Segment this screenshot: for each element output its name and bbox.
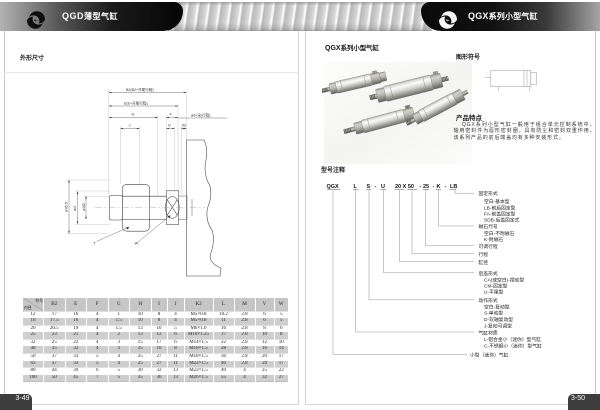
- svg-text:F: F: [170, 112, 173, 117]
- svg-text:J: J: [129, 123, 131, 128]
- svg-text:FA-前盖固定型: FA-前盖固定型: [484, 211, 516, 218]
- svg-text:25: 25: [423, 184, 429, 190]
- svg-text:J-复动可调型: J-复动可调型: [484, 323, 512, 330]
- svg-text:U-平尾型: U-平尾型: [484, 289, 504, 296]
- svg-text:空白-不附磁石: 空白-不附磁石: [484, 230, 515, 237]
- svg-text:S-单动型: S-单动型: [484, 310, 503, 317]
- svg-text:ød: ød: [72, 206, 77, 211]
- svg-text:L-铝合金小（迷你）型气缸: L-铝合金小（迷你）型气缸: [484, 336, 541, 343]
- svg-text:B2(B2+开尾行程): B2(B2+开尾行程): [126, 87, 154, 92]
- svg-text:小型（迷你）气缸: 小型（迷你）气缸: [470, 352, 509, 359]
- svg-text:动作形式: 动作形式: [479, 297, 498, 304]
- svg-text:-: -: [445, 184, 447, 190]
- svg-text:-: -: [433, 184, 435, 190]
- svg-text:S: S: [367, 184, 371, 190]
- svg-text:T: T: [93, 241, 96, 246]
- svg-text:E(E+开尾行程): E(E+开尾行程): [124, 100, 148, 105]
- svg-text:ød×深(行程): ød×深(行程): [191, 113, 210, 118]
- svg-text:CM-固定型: CM-固定型: [484, 283, 508, 290]
- svg-text:D-双轴复动型: D-双轴复动型: [484, 316, 513, 323]
- svg-text:气缸材质: 气缸材质: [479, 330, 498, 337]
- svg-text:ø45.5: ø45.5: [64, 201, 69, 212]
- svg-text:缸径: 缸径: [479, 259, 489, 266]
- svg-text:C-不锈钢小（迷你）型气缸: C-不锈钢小（迷你）型气缸: [484, 343, 542, 350]
- svg-text:磁石代号: 磁石代号: [479, 223, 498, 230]
- svg-text:-: -: [420, 184, 422, 190]
- svg-text:K: K: [437, 184, 441, 190]
- svg-text:U: U: [381, 184, 385, 190]
- svg-text:-: -: [375, 184, 377, 190]
- svg-text:后盖形式: 后盖形式: [479, 270, 498, 277]
- svg-text:L: L: [354, 184, 358, 190]
- svg-text:øM2: øM2: [81, 202, 86, 211]
- svg-text:SDB-后盖固定式: SDB-后盖固定式: [484, 217, 520, 224]
- svg-text:空白-复动型: 空白-复动型: [484, 304, 510, 311]
- svg-text:行程: 行程: [479, 251, 489, 258]
- svg-text:可调行程: 可调行程: [479, 243, 498, 250]
- svg-text:LB-前后固定型: LB-前后固定型: [484, 205, 516, 212]
- svg-text:QGX: QGX: [327, 184, 340, 190]
- svg-text:H: H: [132, 112, 135, 117]
- svg-text:固定形式: 固定形式: [479, 190, 498, 197]
- svg-text:LB: LB: [450, 184, 457, 190]
- svg-text:CA(或空白)-摆动型: CA(或空白)-摆动型: [484, 277, 524, 284]
- svg-text:V: V: [168, 123, 171, 128]
- svg-text:20 X 50: 20 X 50: [395, 184, 414, 190]
- svg-text:W: W: [182, 123, 186, 128]
- svg-text:W: W: [135, 241, 139, 246]
- svg-text:空白-基本型: 空白-基本型: [484, 198, 510, 205]
- svg-text:K-附磁石: K-附磁石: [484, 236, 503, 243]
